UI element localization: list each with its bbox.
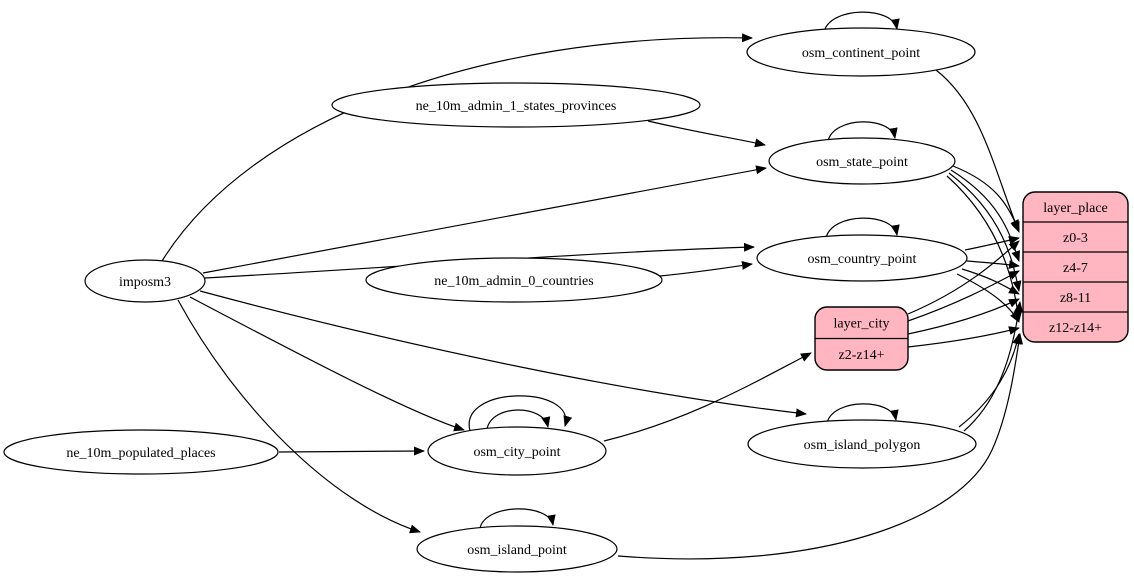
edge-osm_country_point-to-osm_country_point [825,217,900,239]
edge-layer_city:z2-z14+-to-layer_place:z4-7 [907,270,1020,322]
node-label-osm_country_point: osm_country_point [808,252,917,267]
edge-osm_state_point-to-layer_place:z8-11 [948,172,1022,292]
node-osm_island_polygon: osm_island_polygon [747,419,977,469]
node-label-ne_10m_populated_places: ne_10m_populated_places [66,446,215,461]
node-label-osm_island_point: osm_island_point [467,543,567,558]
edge-layer [161,11,1024,560]
edge-osm_island_polygon-to-layer_place:z12-z14+ [958,333,1022,428]
edge-osm_state_point-to-layer_place:z0-3 [952,165,1020,231]
node-label-imposm3: imposm3 [119,275,171,290]
node-osm_continent_point: osm_continent_point [746,27,976,77]
record-row-label-layer_place-z12-z14+: z12-z14+ [1049,321,1102,336]
node-label-osm_state_point: osm_state_point [816,155,908,170]
record-row-label-layer_city-layer_city: layer_city [834,317,890,332]
edge-layer_city:z2-z14+-to-layer_place:z12-z14+ [907,326,1020,348]
node-shape-osm_island_point [416,525,618,573]
record-row-label-layer_place-z4-7: z4-7 [1063,261,1088,276]
edge-osm_state_point-to-osm_state_point [827,121,898,142]
node-osm_state_point: osm_state_point [768,137,956,185]
edge-osm_island_point-to-osm_island_point [479,508,556,529]
node-ne_10m_populated_places: ne_10m_populated_places [3,429,279,475]
edge-osm_country_point-to-layer_place:z4-7 [966,260,1020,269]
edge-imposm3-to-osm_continent_point [161,33,753,262]
record-shape-layer_place [1022,191,1129,343]
node-shape-osm_country_point [756,234,968,282]
edge-ne_10m_admin_1_states_provinces-to-osm_state_point [647,120,766,148]
edge-layer_city:z2-z14+-to-layer_place:z8-11 [907,298,1020,335]
node-shape-imposm3 [84,259,206,303]
edge-osm_island_polygon-to-osm_island_polygon [826,403,899,424]
node-label-ne_10m_admin_0_countries: ne_10m_admin_0_countries [434,274,593,289]
edge-ne_10m_populated_places-to-osm_city_point [278,446,425,456]
node-shape-ne_10m_admin_0_countries [365,257,663,303]
edge-imposm3-to-osm_island_point [177,299,421,534]
node-imposm3: imposm3 [84,259,206,303]
edge-osm_city_point-to-layer_city:z2-z14+ [603,352,812,442]
node-shape-ne_10m_populated_places [3,429,279,475]
node-osm_country_point: osm_country_point [756,234,968,282]
node-shape-osm_city_point [427,426,607,476]
edge-ne_10m_admin_0_countries-to-osm_country_point [659,261,753,277]
edge-imposm3-to-osm_island_polygon [199,290,807,418]
record-row-label-layer_place-z0-3: z0-3 [1063,231,1088,246]
edge-layer_city:z2-z14+-to-layer_place:z0-3 [907,240,1020,315]
edge-osm_island_polygon-to-layer_place:z8-11 [963,301,1024,432]
edge-imposm3-to-osm_city_point [189,296,465,432]
node-label-ne_10m_admin_1_states_provinces: ne_10m_admin_1_states_provinces [416,99,617,114]
edge-imposm3-to-osm_state_point [202,165,767,274]
record-layer_city: layer_city z2-z14+ [814,306,909,371]
record-row-label-layer_city-z2-z14+: z2-z14+ [839,348,885,363]
edge-osm_continent_point-to-osm_continent_point [823,11,900,33]
edge-osm_city_point-to-osm_city_point [486,409,551,430]
record-row-label-layer_place-z8-11: z8-11 [1060,291,1091,306]
edge-osm_state_point-to-layer_place:z4-7 [950,169,1020,262]
node-osm_city_point: osm_city_point [427,426,607,476]
edge-osm_continent_point-to-layer_place:z0-3 [935,69,1020,233]
edge-osm_country_point-to-layer_place:z0-3 [964,235,1020,251]
node-shape-ne_10m_admin_1_states_provinces [331,82,701,128]
edge-osm_island_point-to-layer_place:z12-z14+ [617,333,1023,560]
node-ne_10m_admin_1_states_provinces: ne_10m_admin_1_states_provinces [331,82,701,128]
node-label-osm_continent_point: osm_continent_point [802,46,920,61]
node-shape-osm_island_polygon [747,419,977,469]
node-label-osm_island_polygon: osm_island_polygon [804,438,921,453]
record-row-label-layer_place-layer_place: layer_place [1043,201,1108,216]
edge-osm_city_point-to-osm_city_point [468,395,573,432]
node-shape-osm_state_point [768,137,956,185]
node-ne_10m_admin_0_countries: ne_10m_admin_0_countries [365,257,663,303]
record-layer_place: layer_place z0-3 z4-7 z8-11 z12-z14+ [1022,191,1129,343]
node-label-osm_city_point: osm_city_point [473,445,560,460]
edge-osm_country_point-to-layer_place:z8-11 [961,268,1020,295]
node-shape-osm_continent_point [746,27,976,77]
node-osm_island_point: osm_island_point [416,525,618,573]
